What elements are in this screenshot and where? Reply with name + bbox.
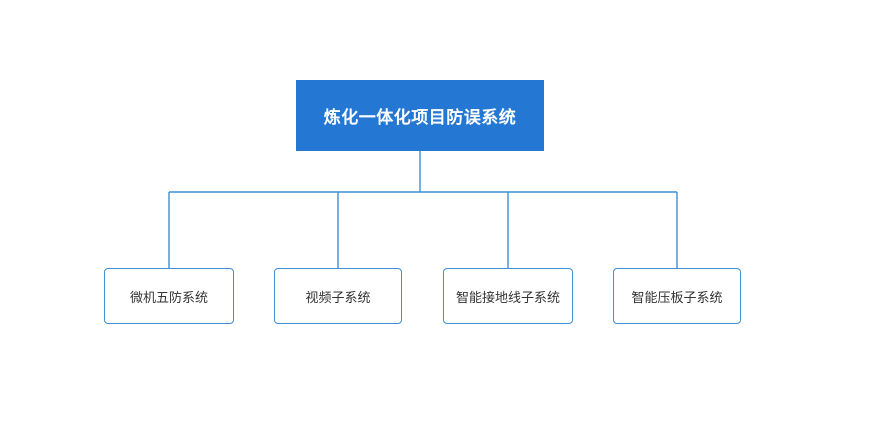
child-node-1-label: 微机五防系统 (129, 289, 208, 305)
child-node-4[interactable]: 智能压板子系统 (613, 268, 741, 324)
root-node[interactable]: 炼化一体化项目防误系统 (296, 80, 544, 151)
child-node-1[interactable]: 微机五防系统 (104, 268, 234, 324)
child-node-3[interactable]: 智能接地线子系统 (443, 268, 573, 324)
child-node-2-label: 视频子系统 (305, 289, 371, 305)
child-node-4-label: 智能压板子系统 (631, 289, 723, 305)
child-node-3-label: 智能接地线子系统 (455, 289, 560, 305)
child-node-2[interactable]: 视频子系统 (274, 268, 402, 324)
root-node-label: 炼化一体化项目防误系统 (323, 108, 517, 127)
